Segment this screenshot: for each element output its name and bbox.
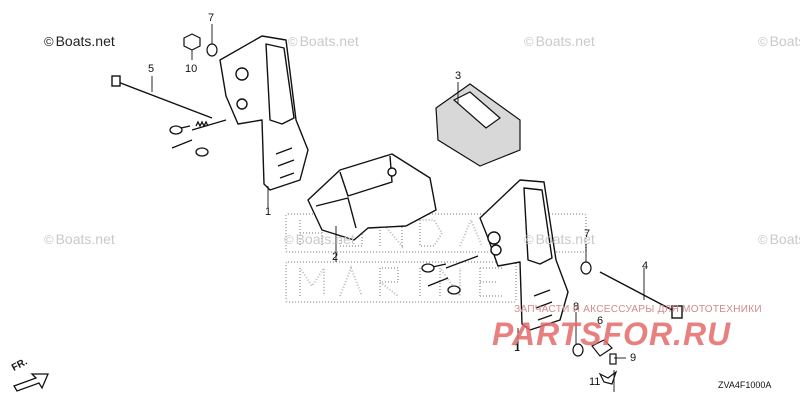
boats-watermark-8: ©Boats.net [758,231,800,247]
callout-7-top: 7 [208,12,215,24]
callout-5: 5 [148,63,155,75]
left-bolt [111,75,213,119]
callout-3: 3 [455,70,462,82]
boats-watermark-1: ©Boats.net [44,33,115,49]
right-bolt [599,271,683,319]
boats-watermark-5: ©Boats.net [44,231,115,247]
diagram-code: ZVA4F1000A [718,380,772,390]
callout-4: 4 [642,260,649,272]
callout-7-right: 7 [584,228,591,240]
small-parts-bottom-right [572,339,618,385]
callout-1-left: 1 [265,206,272,218]
stern-bracket-center [307,153,437,241]
boats-watermark-3: ©Boats.net [524,33,595,49]
boats-watermark-7: ©Boats.net [524,231,595,247]
callout-2: 2 [332,251,339,263]
callout-10: 10 [185,63,198,75]
callout-9: 9 [630,352,637,364]
top-nut-washer [183,33,218,57]
boats-watermark-4: ©Boats.net [758,33,800,49]
partsfor-tagline: ЗАПЧАСТИ И АКСЕССУАРЫ ДЛЯ МОТОТЕХНИКИ [514,304,762,315]
left-clamp-bracket [219,35,309,191]
boats-watermark-2: ©Boats.net [288,33,359,49]
callout-11: 11 [589,376,601,388]
leader-lines [151,24,645,392]
foam-pad [435,83,521,167]
right-clamp-screw [421,255,479,295]
callout-8: 8 [573,301,580,313]
left-clamp-screw [169,119,227,157]
callout-6: 6 [597,315,604,327]
honda-marine-watermark [285,213,587,303]
fr-arrow-icon [13,373,49,392]
partsfor-logo: PARTSFOR.RU [492,316,732,352]
boats-watermark-6: ©Boats.net [284,231,355,247]
right-clamp-bracket [479,179,569,331]
right-washer [580,261,592,275]
callout-1-right: 1 [514,342,521,354]
